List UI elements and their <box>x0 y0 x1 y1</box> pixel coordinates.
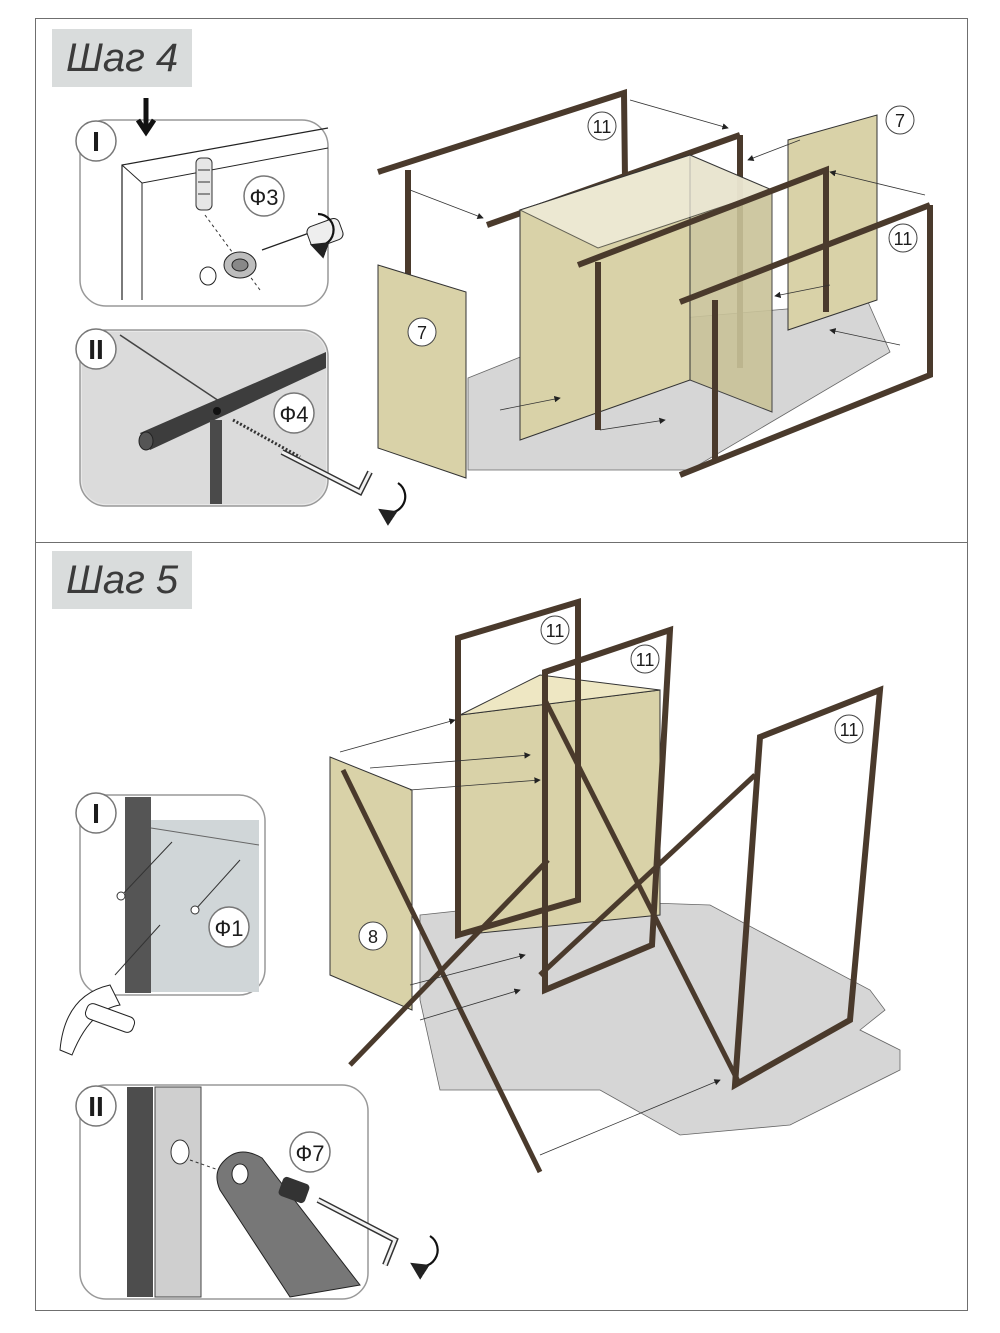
rotate-arrow-icon <box>410 1235 439 1280</box>
svg-text:7: 7 <box>895 111 905 131</box>
detail-roman-label: I <box>92 126 100 157</box>
svg-text:11: 11 <box>546 621 565 641</box>
bracket-icon <box>216 1151 361 1298</box>
part-label: Ф7 <box>296 1141 325 1166</box>
part-label: Ф1 <box>215 916 244 941</box>
callout-11 <box>540 615 570 645</box>
detail-marker <box>75 1085 117 1127</box>
anchor-icon <box>195 157 213 211</box>
detail-roman-label: II <box>88 334 104 365</box>
detail-roman-label: I <box>92 798 100 829</box>
svg-text:11: 11 <box>840 720 859 740</box>
svg-text:11: 11 <box>894 229 913 249</box>
callout-7 <box>407 317 437 347</box>
step4-detail-2: II Ф4 <box>75 328 407 526</box>
detail-marker <box>75 120 117 162</box>
callout-7 <box>885 105 915 135</box>
part-label: Ф3 <box>250 185 279 210</box>
svg-text:8: 8 <box>368 927 378 947</box>
callout-11 <box>888 223 918 253</box>
bolt-icon <box>278 1176 399 1267</box>
step5-detail-2: II Ф7 <box>75 1084 439 1300</box>
callout-11 <box>834 714 864 744</box>
detail-marker <box>75 328 117 370</box>
cam-lock-icon <box>223 251 257 279</box>
step4-detail-1: I Ф3 <box>75 98 344 307</box>
svg-text:11: 11 <box>636 650 655 670</box>
svg-text:11: 11 <box>593 117 612 137</box>
callout-11 <box>630 644 660 674</box>
hammer-icon <box>59 984 136 1056</box>
svg-text:7: 7 <box>417 323 427 343</box>
callout-11 <box>587 111 617 141</box>
step4-assembly: 11 7 11 7 <box>377 88 933 479</box>
step-title: Шаг 5 <box>52 551 193 609</box>
detail-marker <box>75 792 117 834</box>
step5-detail-1: I Ф1 <box>59 792 266 1056</box>
callout-8 <box>358 921 388 951</box>
part-label: Ф4 <box>280 402 309 427</box>
down-arrow-icon <box>135 98 157 137</box>
step5-assembly: 11 11 11 8 <box>329 597 901 1174</box>
detail-roman-label: II <box>88 1091 104 1122</box>
hex-bolt-icon <box>232 418 373 497</box>
step-title: Шаг 4 <box>52 29 193 87</box>
rotate-arrow-icon <box>309 212 335 259</box>
rotate-arrow-icon <box>378 482 407 526</box>
